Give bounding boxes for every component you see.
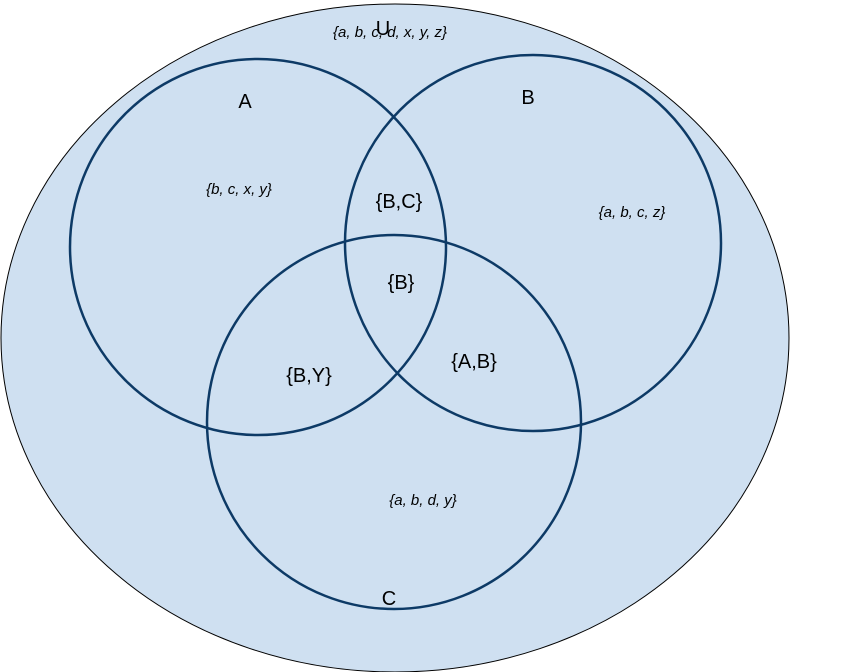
set-a-circle — [68, 57, 448, 437]
universe-members: {a, b, c, d, x, y, z} — [333, 24, 447, 41]
set-c-circle — [205, 233, 583, 611]
universe-label: U — [376, 18, 390, 40]
set-a-members: {b, c, x, y} — [206, 181, 272, 198]
set-c-members: {a, b, d, y} — [389, 492, 457, 509]
region-a-b-c-label: {B} — [388, 272, 415, 294]
set-a-label: A — [238, 91, 252, 113]
universe-ellipse — [0, 3, 790, 672]
region-a-c-label: {B,Y} — [286, 365, 332, 387]
set-b-label: B — [521, 87, 534, 109]
set-b-members: {a, b, c, z} — [599, 204, 666, 221]
set-b-circle — [343, 53, 723, 433]
region-b-c-label: {A,B} — [451, 351, 497, 373]
region-a-b-label: {B,C} — [376, 191, 423, 213]
set-c-label: C — [382, 588, 396, 610]
